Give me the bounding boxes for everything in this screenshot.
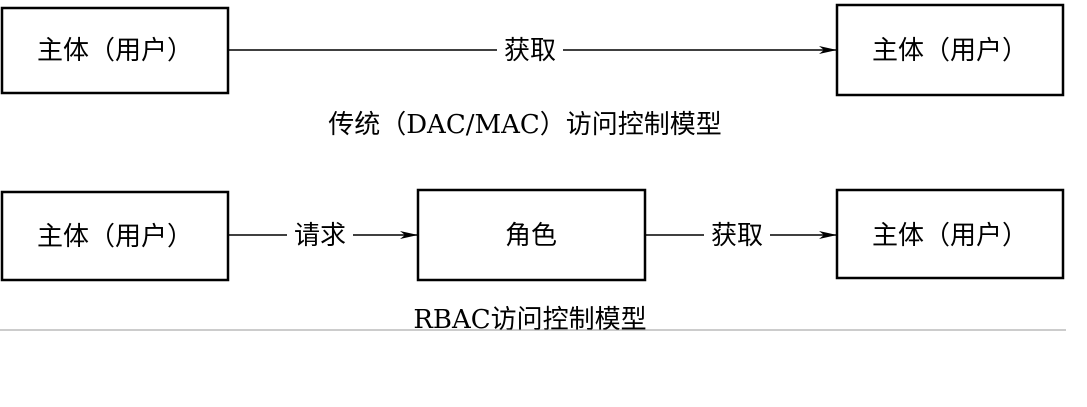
role-box-label: 角色 (505, 221, 557, 251)
target-box (835, 3, 1065, 97)
target-box-label: 主体（用户） (872, 221, 1028, 251)
edge-label-request: 请求 (294, 221, 346, 251)
traditional-model: 主体（用户） 获取 主体（用户） 传统（DAC/MAC）访问控制模型 (0, 3, 1065, 140)
edge-label-obtain: 获取 (504, 36, 556, 66)
traditional-caption: 传统（DAC/MAC）访问控制模型 (328, 110, 722, 140)
subject-box-label: 主体（用户） (37, 222, 193, 252)
subject-box-label: 主体（用户） (37, 36, 193, 66)
target-box-label: 主体（用户） (872, 36, 1028, 66)
rbac-model: 主体（用户） 请求 角色 获取 主体（用户） RBAC访问控制模型 (0, 188, 1065, 335)
edge-label-obtain: 获取 (711, 221, 763, 251)
subject-box (0, 190, 230, 282)
target-box (835, 188, 1065, 280)
